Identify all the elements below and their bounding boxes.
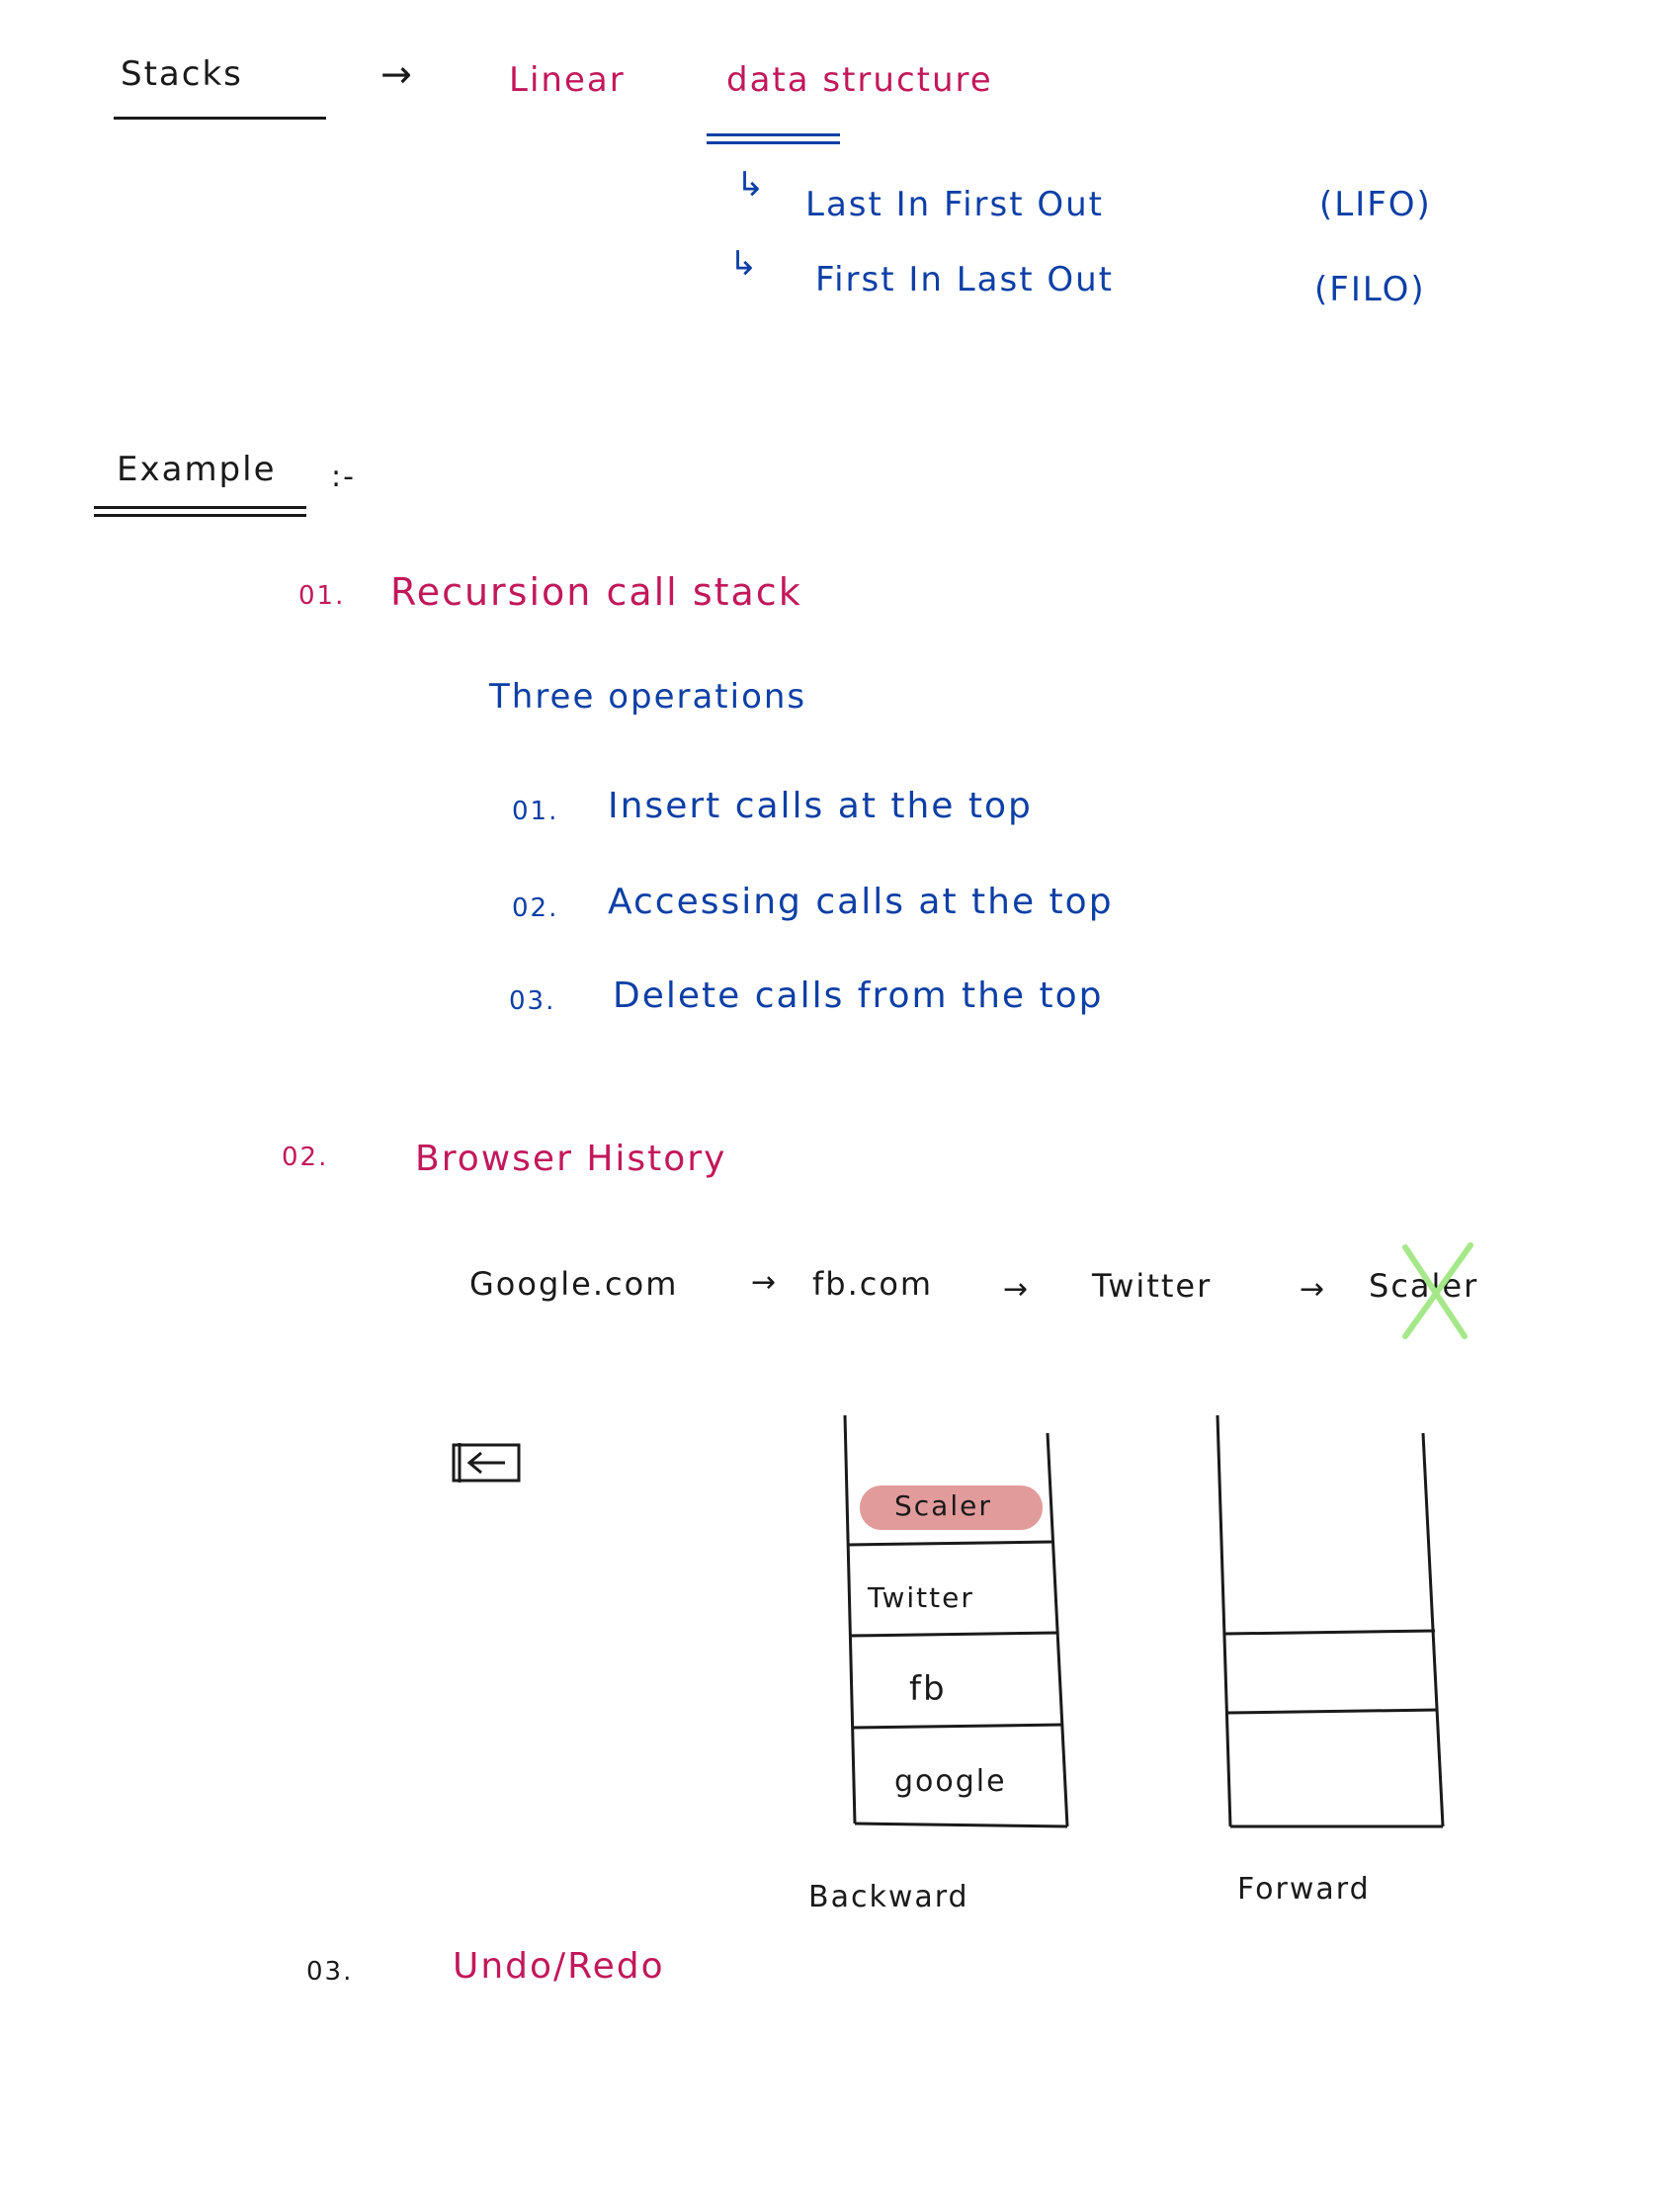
- operation-3-text: Delete calls from the top: [613, 976, 1104, 1016]
- stack-item-twitter: Twitter: [868, 1581, 974, 1614]
- flow-arrow-3: →: [1300, 1272, 1327, 1307]
- item-1-title: Recursion call stack: [390, 570, 802, 614]
- lifo-text: Last In First Out: [805, 185, 1105, 224]
- operations-subheading: Three operations: [489, 677, 807, 717]
- stack-item-fb: fb: [909, 1669, 947, 1709]
- back-arrow-icon[interactable]: [450, 1441, 524, 1485]
- filo-text: First In Last Out: [815, 260, 1115, 299]
- page-title: Stacks: [121, 54, 243, 94]
- item-3-number: 03.: [306, 1957, 354, 1987]
- operation-3-number: 03.: [509, 986, 556, 1016]
- item-2-title: Browser History: [415, 1139, 727, 1179]
- scaler-cross-icon: [1402, 1242, 1473, 1339]
- flow-arrow-1: →: [751, 1265, 779, 1300]
- example-underline-1: [94, 506, 306, 509]
- example-heading: Example: [117, 450, 277, 489]
- backward-stack: [843, 1414, 1069, 1828]
- filo-hook: ↳: [729, 244, 760, 284]
- stack-item-scaler: Scaler: [894, 1489, 992, 1522]
- backward-label: Backward: [808, 1880, 969, 1914]
- item-2-number: 02.: [282, 1143, 329, 1172]
- item-3-title: Undo/Redo: [453, 1946, 665, 1987]
- definition-underline-2: [707, 141, 840, 144]
- flow-fb: fb.com: [812, 1265, 934, 1303]
- forward-stack: [1216, 1414, 1445, 1828]
- item-1-number: 01.: [298, 581, 346, 611]
- operation-1-text: Insert calls at the top: [608, 786, 1033, 826]
- flow-arrow-2: →: [1003, 1272, 1031, 1307]
- example-underline-2: [94, 514, 306, 517]
- flow-google: Google.com: [469, 1265, 679, 1303]
- definition-underline-1: [707, 133, 840, 136]
- title-arrow: →: [380, 52, 414, 96]
- forward-label: Forward: [1237, 1872, 1371, 1907]
- filo-abbr: (FILO): [1314, 270, 1426, 309]
- example-heading-suffix: :-: [331, 460, 356, 494]
- title-underline: [114, 117, 326, 120]
- scaler-highlight: [860, 1485, 1043, 1530]
- definition-data-structure: data structure: [726, 60, 993, 100]
- lifo-abbr: (LIFO): [1319, 185, 1432, 224]
- operation-2-number: 02.: [512, 893, 559, 923]
- stack-item-google: google: [894, 1764, 1007, 1799]
- flow-twitter: Twitter: [1092, 1267, 1213, 1305]
- operation-2-text: Accessing calls at the top: [608, 882, 1114, 922]
- definition-linear: Linear: [509, 60, 626, 100]
- operation-1-number: 01.: [512, 797, 559, 826]
- lifo-hook: ↳: [736, 165, 767, 205]
